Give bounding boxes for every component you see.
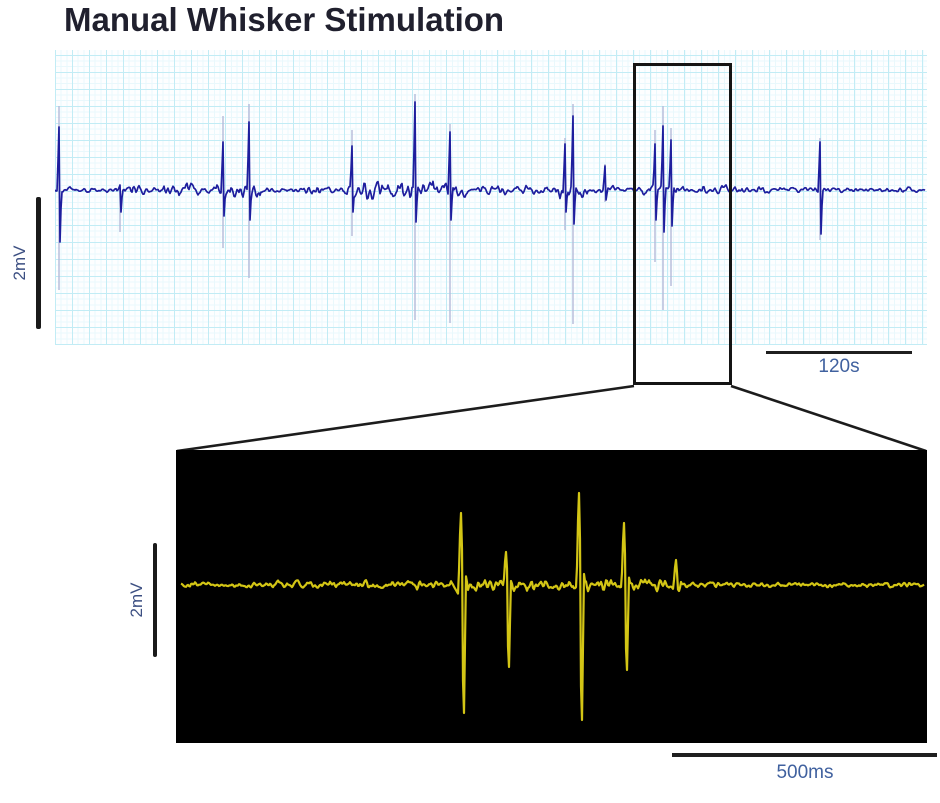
raw-trace-panel — [55, 50, 927, 345]
inset-trace — [180, 491, 925, 722]
top-voltage-scalebar-label: 2mV — [10, 245, 29, 281]
inset-voltage-scalebar — [153, 543, 157, 657]
inset-time-scalebar — [672, 753, 937, 757]
inset-voltage-scalebar-label: 2mV — [127, 582, 146, 618]
inset-time-scalebar-label: 500ms — [776, 762, 834, 783]
top-voltage-scalebar — [36, 197, 41, 329]
zoom-region-box — [633, 63, 732, 385]
top-time-scalebar-label: 120s — [818, 356, 860, 377]
raw-trace — [55, 94, 926, 324]
figure-title: Manual Whisker Stimulation — [64, 1, 505, 38]
zoom-inset-panel — [176, 450, 927, 743]
top-time-scalebar — [766, 351, 912, 354]
